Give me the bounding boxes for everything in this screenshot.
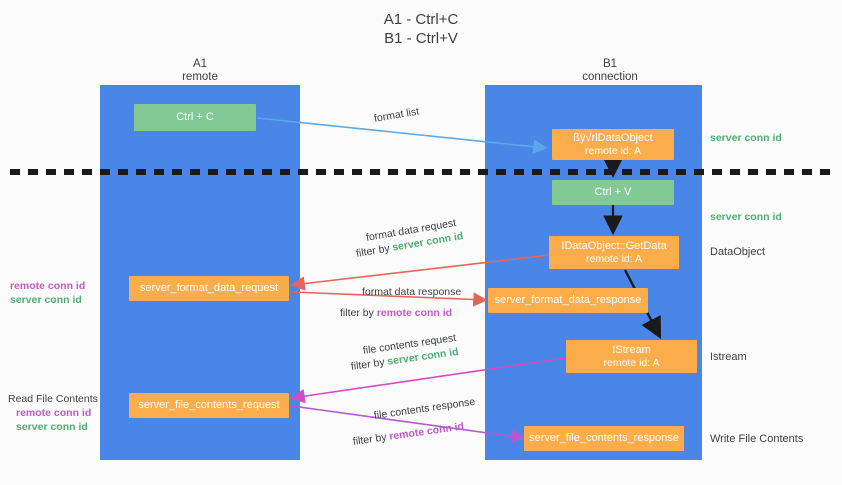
- left-read-file-contents: Read File Contents: [8, 393, 98, 405]
- node-idataobject-top-line1: ßÿ√rlDataObject: [573, 131, 653, 144]
- right-label-server-conn-id-top: server conn id: [710, 132, 782, 144]
- node-getdata-line1: IDataObject::GetData: [561, 239, 667, 252]
- title-line-1: A1 - Ctrl+C: [383, 11, 459, 28]
- right-label-istream: Istream: [710, 351, 747, 363]
- edge-label-format-list: format list: [373, 104, 420, 125]
- right-label-server-conn-id-mid: server conn id: [710, 211, 782, 223]
- remote-conn-id-text: remote conn id: [376, 307, 453, 319]
- left-server-conn-id-2: server conn id: [16, 421, 88, 433]
- node-ctrl-c-label: Ctrl + C: [176, 111, 214, 123]
- filter-by-text: filter by: [355, 241, 394, 260]
- edge-filter-file-contents-response: filter by remote conn id: [352, 419, 465, 448]
- node-server-file-contents-request[interactable]: server_file_contents_request: [129, 393, 289, 418]
- filter-by-text-2: filter by: [340, 307, 377, 319]
- format-list-text: format list: [373, 105, 421, 125]
- left-label-read-file-contents-group: Read File Contents remote conn id server…: [8, 392, 98, 434]
- node-server-file-contents-response-label: server_file_contents_response: [529, 432, 679, 444]
- lane-b1-name: B1: [602, 58, 618, 70]
- file-contents-response-text: file contents response: [373, 395, 476, 422]
- node-ctrl-v[interactable]: Ctrl + V: [552, 180, 674, 205]
- page-title: A1 - Ctrl+C B1 - Ctrl+V: [0, 10, 842, 48]
- left-remote-conn-id-1: remote conn id: [10, 280, 86, 292]
- node-server-format-data-response-label: server_format_data_response: [494, 294, 642, 306]
- node-getdata-line2: remote id: A: [585, 252, 643, 265]
- node-server-file-contents-response[interactable]: server_file_contents_response: [524, 426, 684, 451]
- lane-b1-sub: connection: [582, 71, 638, 83]
- lane-a1-sub: remote: [182, 71, 218, 83]
- lane-a1-name: A1: [192, 58, 208, 70]
- left-label-conn-ids-1: remote conn id server conn id: [10, 279, 85, 307]
- node-ctrl-v-label: Ctrl + V: [594, 186, 632, 198]
- node-idataobject-getdata[interactable]: IDataObject::GetData remote id: A: [549, 236, 679, 269]
- remote-conn-id-text-2: remote conn id: [388, 420, 465, 443]
- edge-label-format-data-response: format data response: [362, 285, 461, 299]
- node-istream[interactable]: IStream remote id: A: [566, 340, 697, 373]
- right-label-write-file-contents: Write File Contents: [710, 433, 804, 445]
- node-ctrl-c[interactable]: Ctrl + C: [134, 104, 256, 131]
- lane-header-b1: B1 connection: [520, 58, 700, 84]
- node-idataobject-top-line2: remote id: A: [584, 144, 642, 157]
- node-server-format-data-request[interactable]: server_format_data_request: [129, 276, 289, 301]
- node-server-format-data-response[interactable]: server_format_data_response: [488, 288, 648, 313]
- lane-header-a1: A1 remote: [120, 58, 280, 84]
- title-line-2: B1 - Ctrl+V: [384, 30, 458, 47]
- node-server-format-data-request-label: server_format_data_request: [139, 282, 279, 294]
- filter-by-text-3: filter by: [350, 355, 389, 373]
- left-remote-conn-id-2: remote conn id: [16, 407, 92, 419]
- right-label-dataobject: DataObject: [710, 246, 766, 258]
- node-idataobject-top[interactable]: ßÿ√rlDataObject remote id: A: [552, 129, 674, 160]
- left-server-conn-id-1: server conn id: [10, 294, 82, 306]
- edge-filter-format-data-response: filter by remote conn id: [340, 306, 452, 320]
- node-istream-line2: remote id: A: [603, 356, 660, 369]
- format-data-response-text: format data response: [362, 286, 462, 298]
- filter-by-text-4: filter by: [352, 430, 391, 448]
- node-istream-line1: IStream: [612, 343, 651, 356]
- node-server-file-contents-request-label: server_file_contents_request: [138, 399, 280, 411]
